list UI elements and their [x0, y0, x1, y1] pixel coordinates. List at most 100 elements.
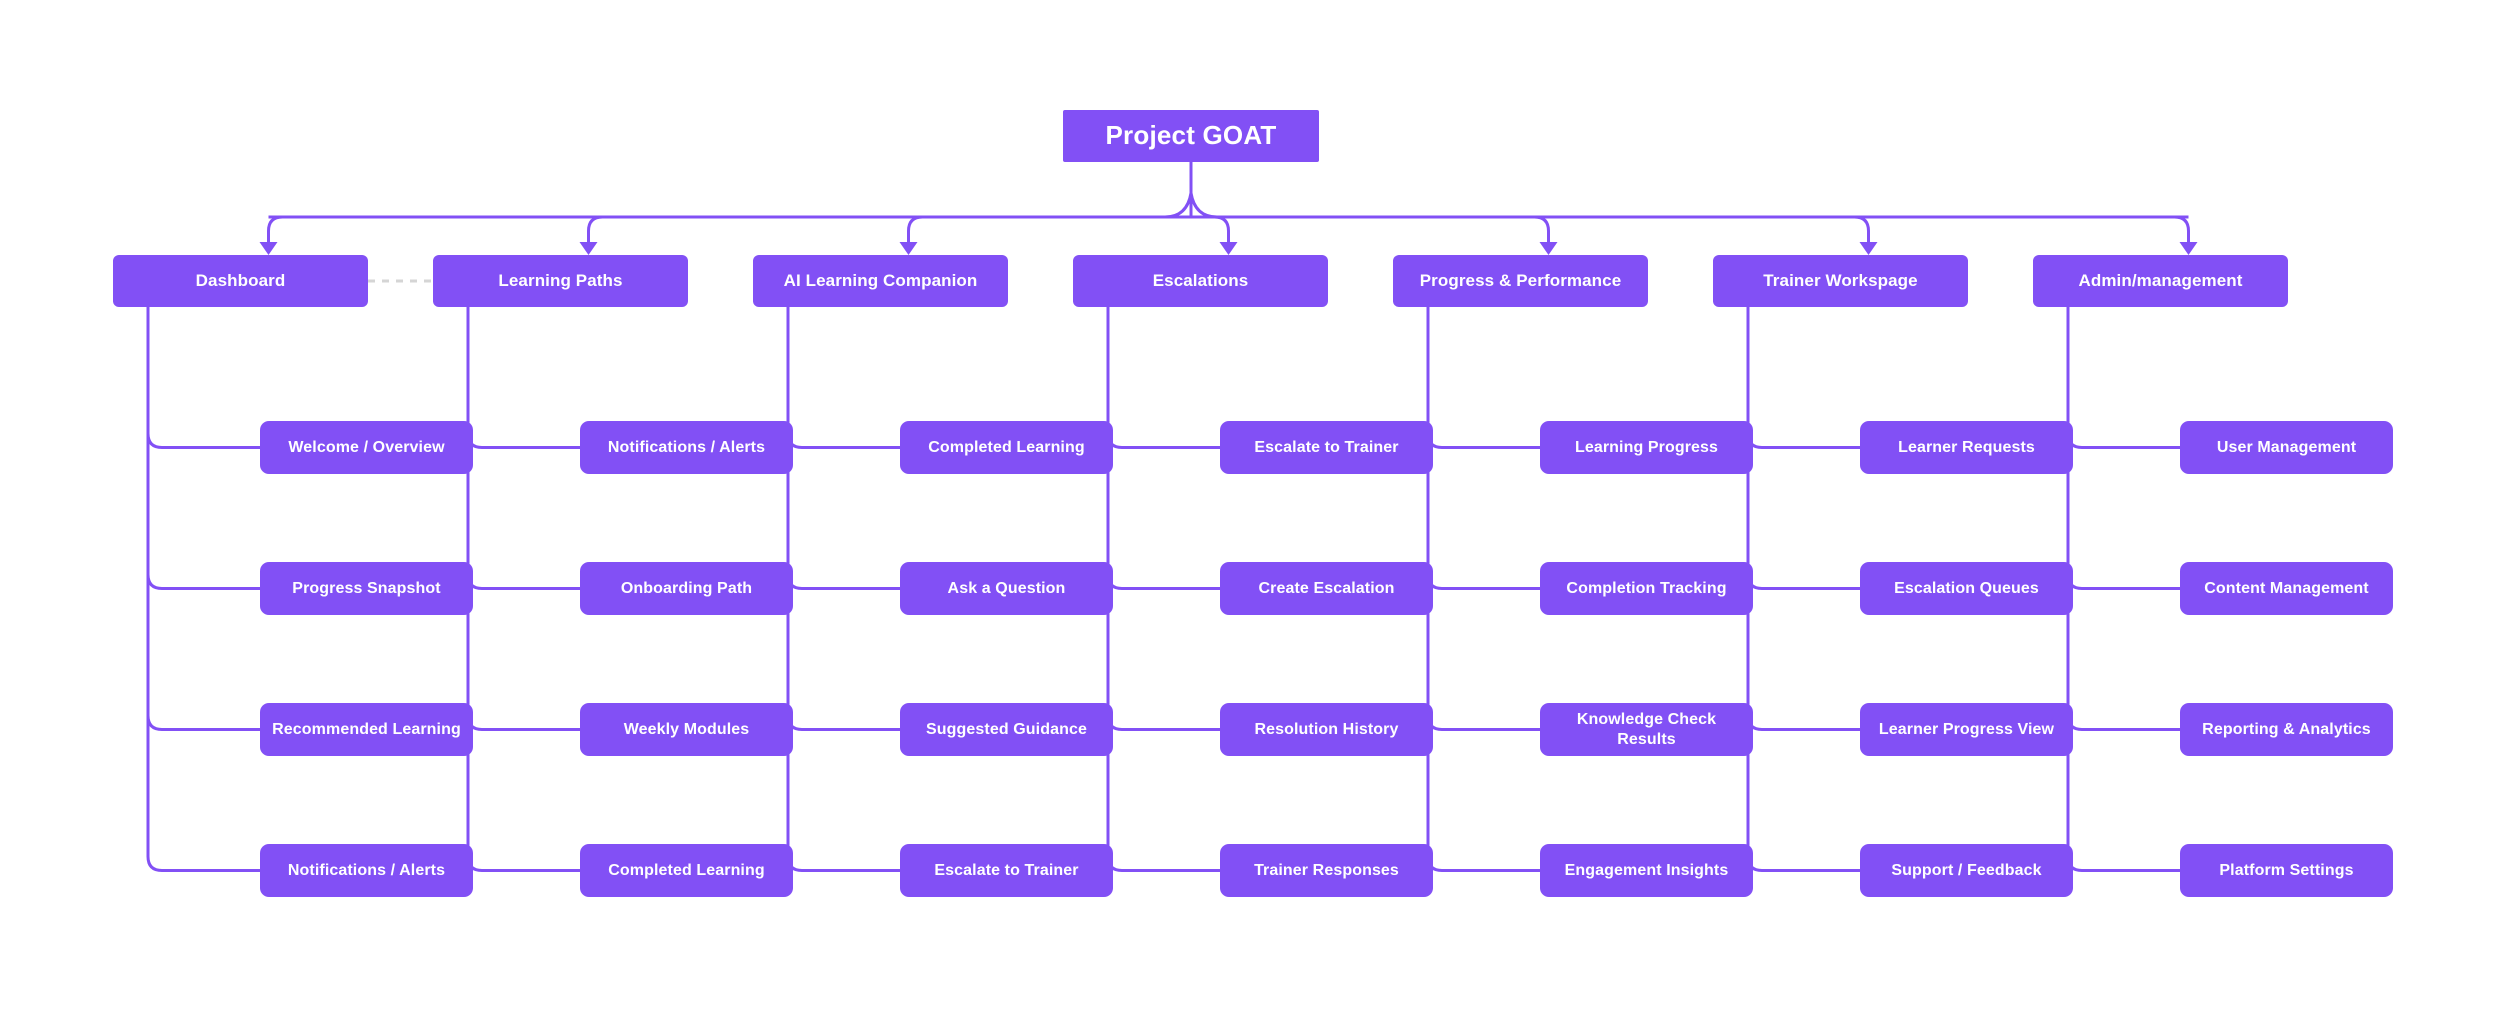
page-node-platform-settings[interactable]: Platform Settings [2180, 844, 2393, 897]
page-node-label: Knowledge Check Results [1576, 711, 1717, 748]
branch-drop-escalations [1214, 215, 1230, 244]
child-elbow-dashboard-welcome-overview [146, 433, 260, 449]
child-elbow-progress-and-performance-engagement-insights [1426, 856, 1540, 872]
page-node-content-management[interactable]: Content Management [2180, 562, 2393, 615]
page-node-trainer-responses[interactable]: Trainer Responses [1220, 844, 1433, 897]
child-elbow-learning-paths-notifications-alerts [466, 433, 580, 449]
page-node-label: Escalate to Trainer [934, 861, 1079, 879]
child-elbow-progress-and-performance-completion-tracking [1426, 574, 1540, 590]
page-node-label: Resolution History [1254, 720, 1399, 738]
page-node-label: Reporting & Analytics [2202, 720, 2371, 738]
root-node-label: Project GOAT [1105, 120, 1277, 151]
child-elbow-trainer-workspage-learner-requests [1746, 433, 1860, 449]
page-node-label: Onboarding Path [620, 579, 753, 597]
child-elbow-dashboard-recommended-learning [146, 715, 260, 731]
page-node-label: Progress Snapshot [292, 579, 441, 597]
branch-drop-progress-and-performance [1534, 215, 1550, 244]
page-node-completed-learning[interactable]: Completed Learning [580, 844, 793, 897]
page-node-user-management[interactable]: User Management [2180, 421, 2393, 474]
page-node-weekly-modules[interactable]: Weekly Modules [580, 703, 793, 756]
page-node-label: Support / Feedback [1891, 861, 2042, 879]
page-node-escalate-to-trainer[interactable]: Escalate to Trainer [1220, 421, 1433, 474]
page-node-label: Learner Requests [1898, 438, 2035, 456]
branch-arrow-escalations [1219, 242, 1238, 255]
page-node-label: Engagement Insights [1564, 861, 1729, 879]
section-node-admin-management[interactable]: Admin/management [2033, 255, 2288, 307]
page-node-resolution-history[interactable]: Resolution History [1220, 703, 1433, 756]
page-node-label: Create Escalation [1258, 579, 1395, 597]
branch-arrow-admin-management [2179, 242, 2198, 255]
page-node-support-feedback[interactable]: Support / Feedback [1860, 844, 2073, 897]
page-node-label: Learner Progress View [1878, 720, 2055, 738]
root-bus-fillet-right [1189, 192, 1218, 219]
child-elbow-admin-management-reporting-and-analytics [2066, 715, 2180, 731]
page-node-engagement-insights[interactable]: Engagement Insights [1540, 844, 1753, 897]
branch-drop-trainer-workspage [1854, 215, 1870, 244]
page-node-progress-snapshot[interactable]: Progress Snapshot [260, 562, 473, 615]
root-bus-fillet-left [1164, 192, 1193, 219]
branch-arrow-ai-learning-companion [899, 242, 918, 255]
branch-arrow-trainer-workspage [1859, 242, 1878, 255]
page-node-label: Escalation Queues [1894, 579, 2039, 597]
child-elbow-ai-learning-companion-suggested-guidance [786, 715, 900, 731]
page-node-label: Weekly Modules [623, 720, 750, 738]
section-node-progress-and-performance[interactable]: Progress & Performance [1393, 255, 1648, 307]
page-node-escalate-to-trainer[interactable]: Escalate to Trainer [900, 844, 1113, 897]
page-node-recommended-learning[interactable]: Recommended Learning [260, 703, 473, 756]
child-elbow-learning-paths-onboarding-path [466, 574, 580, 590]
child-elbow-progress-and-performance-knowledge-check-results [1426, 715, 1540, 731]
page-node-reporting-and-analytics[interactable]: Reporting & Analytics [2180, 703, 2393, 756]
section-node-label: AI Learning Companion [783, 270, 978, 290]
page-node-label: Notifications / Alerts [287, 861, 446, 879]
page-node-label: User Management [2216, 438, 2357, 456]
child-elbow-admin-management-user-management [2066, 433, 2180, 449]
page-node-label: Welcome / Overview [288, 438, 445, 456]
page-node-ask-a-question[interactable]: Ask a Question [900, 562, 1113, 615]
section-node-label: Escalations [1152, 270, 1249, 290]
section-node-label: Progress & Performance [1419, 270, 1622, 290]
section-node-label: Dashboard [195, 270, 286, 290]
page-node-completed-learning[interactable]: Completed Learning [900, 421, 1113, 474]
section-node-ai-learning-companion[interactable]: AI Learning Companion [753, 255, 1008, 307]
branch-drop-dashboard [267, 215, 283, 244]
child-elbow-admin-management-content-management [2066, 574, 2180, 590]
child-elbow-admin-management-platform-settings [2066, 856, 2180, 872]
page-node-create-escalation[interactable]: Create Escalation [1220, 562, 1433, 615]
branch-drop-learning-paths [587, 215, 603, 244]
page-node-notifications-alerts[interactable]: Notifications / Alerts [580, 421, 793, 474]
child-elbow-ai-learning-companion-escalate-to-trainer [786, 856, 900, 872]
branch-arrow-progress-and-performance [1539, 242, 1558, 255]
page-node-label: Notifications / Alerts [607, 438, 766, 456]
page-node-label: Recommended Learning [272, 720, 461, 738]
child-elbow-escalations-trainer-responses [1106, 856, 1220, 872]
section-node-label: Admin/management [2078, 270, 2243, 290]
section-node-label: Trainer Workspage [1763, 270, 1918, 290]
page-node-learning-progress[interactable]: Learning Progress [1540, 421, 1753, 474]
page-node-notifications-alerts[interactable]: Notifications / Alerts [260, 844, 473, 897]
page-node-onboarding-path[interactable]: Onboarding Path [580, 562, 793, 615]
section-node-trainer-workspage[interactable]: Trainer Workspage [1713, 255, 1968, 307]
branch-drop-ai-learning-companion [907, 215, 923, 244]
section-node-learning-paths[interactable]: Learning Paths [433, 255, 688, 307]
page-node-suggested-guidance[interactable]: Suggested Guidance [900, 703, 1113, 756]
section-node-dashboard[interactable]: Dashboard [113, 255, 368, 307]
page-node-knowledge-check-results[interactable]: Knowledge Check Results [1540, 703, 1753, 756]
page-node-completion-tracking[interactable]: Completion Tracking [1540, 562, 1753, 615]
branch-arrow-learning-paths [579, 242, 598, 255]
child-elbow-escalations-create-escalation [1106, 574, 1220, 590]
page-node-welcome-overview[interactable]: Welcome / Overview [260, 421, 473, 474]
page-node-label: Suggested Guidance [926, 720, 1087, 738]
section-node-escalations[interactable]: Escalations [1073, 255, 1328, 307]
child-elbow-escalations-escalate-to-trainer [1106, 433, 1220, 449]
page-node-learner-requests[interactable]: Learner Requests [1860, 421, 2073, 474]
page-node-label: Content Management [2204, 579, 2369, 597]
page-node-escalation-queues[interactable]: Escalation Queues [1860, 562, 2073, 615]
page-node-learner-progress-view[interactable]: Learner Progress View [1860, 703, 2073, 756]
child-elbow-dashboard-progress-snapshot [146, 574, 260, 590]
page-node-label: Trainer Responses [1254, 861, 1399, 879]
child-elbow-trainer-workspage-support-feedback [1746, 856, 1860, 872]
root-node-project-goat[interactable]: Project GOAT [1063, 110, 1319, 162]
child-elbow-learning-paths-weekly-modules [466, 715, 580, 731]
child-elbow-progress-and-performance-learning-progress [1426, 433, 1540, 449]
child-elbow-ai-learning-companion-ask-a-question [786, 574, 900, 590]
